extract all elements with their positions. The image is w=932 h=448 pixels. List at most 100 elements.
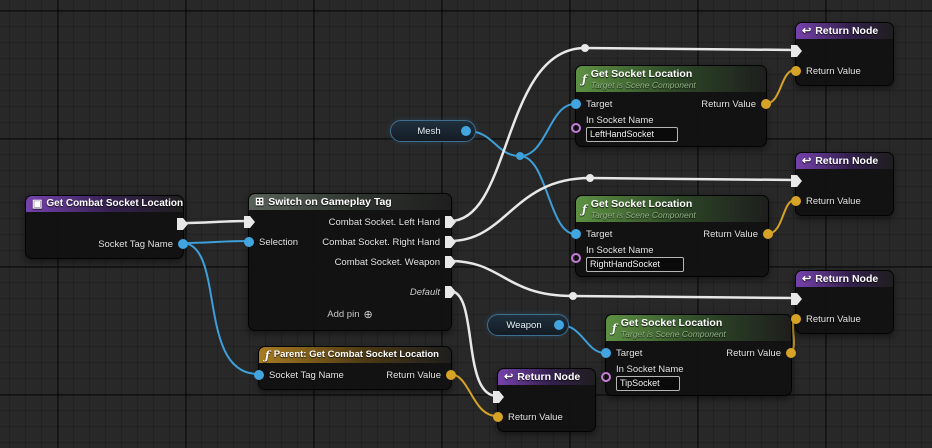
node-title: Return Node	[815, 155, 879, 167]
function-icon: ƒ	[265, 348, 270, 362]
entry-icon: ▣	[32, 197, 43, 210]
pin-label-target: Target	[616, 347, 643, 359]
switch-icon: ⊞	[255, 195, 265, 208]
pin-row: Socket Tag Name	[26, 234, 188, 254]
pin-return-value-in[interactable]	[791, 66, 801, 76]
exec-in-pin[interactable]	[493, 391, 504, 403]
pin-label-left-hand: Combat Socket. Left Hand	[328, 216, 440, 228]
node-title: Get Socket Location	[620, 317, 723, 329]
pin-in-socket-name[interactable]	[601, 372, 611, 382]
wire-exec-weapon[interactable]	[448, 259, 797, 300]
node-return-right-hand[interactable]: ↩ Return Node Return Value	[791, 152, 894, 216]
pin-return-value-in[interactable]	[493, 412, 503, 422]
reroute-dot	[586, 174, 594, 182]
pin-row: In Socket Name	[571, 114, 766, 142]
reroute-dot	[581, 44, 589, 52]
exec-in-pin[interactable]	[244, 216, 255, 228]
pin-row	[26, 214, 188, 234]
node-return-default[interactable]: ↩ Return Node Return Value	[493, 368, 596, 432]
add-pin-label: Add pin	[327, 308, 360, 320]
socket-name-input[interactable]	[586, 126, 678, 142]
exec-in-pin[interactable]	[791, 293, 802, 305]
node-header: ƒ Get Socket Location Target is Scene Co…	[576, 196, 768, 222]
pin-label-return-value: Return Value	[806, 65, 861, 77]
pin-selection[interactable]	[244, 237, 254, 247]
exec-out-weapon[interactable]	[445, 256, 456, 268]
wire-exec-right-hand[interactable]	[448, 176, 797, 243]
wire-data-socket-tag-to-selection[interactable]	[181, 240, 249, 244]
pin-label-default: Default	[409, 286, 440, 298]
pin-label-socket-tag-name: Socket Tag Name	[98, 238, 173, 250]
node-parent-get-combat-socket-location[interactable]: ƒ Parent: Get Combat Socket Location Soc…	[254, 346, 456, 390]
socket-name-input[interactable]	[616, 375, 680, 391]
wire-data-socket-tag-to-parent[interactable]	[181, 242, 259, 375]
wire-exec-left-hand[interactable]	[448, 46, 797, 223]
wire-exec-entry-to-switch[interactable]	[180, 219, 250, 225]
node-weapon-variable[interactable]: Weapon	[487, 314, 569, 336]
node-get-socket-location-tip[interactable]: ƒ Get Socket Location Target is Scene Co…	[601, 314, 796, 396]
pin-row	[791, 41, 893, 61]
exec-out-default[interactable]	[445, 286, 456, 298]
pin-return-value-out[interactable]	[763, 229, 773, 239]
wire-data-junction-to-right-target[interactable]	[519, 155, 576, 235]
exec-out-pin[interactable]	[177, 218, 188, 230]
pin-label-target: Target	[586, 228, 613, 240]
node-header: ƒ Get Socket Location Target is Scene Co…	[606, 315, 791, 341]
pin-row: Target Return Value	[571, 94, 771, 114]
pin-label-socket-tag-name: Socket Tag Name	[269, 369, 344, 381]
exec-out-right-hand[interactable]	[445, 236, 456, 248]
pin-in-socket-name[interactable]	[571, 253, 581, 263]
wire-exec-default[interactable]	[448, 289, 499, 398]
pin-mesh-out[interactable]	[461, 126, 471, 136]
pin-row: Return Value	[791, 61, 893, 81]
pin-in-socket-name[interactable]	[571, 123, 581, 133]
socket-name-input[interactable]	[586, 256, 684, 272]
node-get-socket-location-left[interactable]: ƒ Get Socket Location Target is Scene Co…	[571, 65, 771, 147]
function-icon: ƒ	[612, 321, 617, 335]
node-header: ↩ Return Node	[796, 271, 893, 287]
wire-return-left[interactable]	[764, 69, 796, 105]
exec-in-pin[interactable]	[791, 45, 802, 57]
node-title: Switch on Gameplay Tag	[268, 196, 392, 208]
pin-target[interactable]	[601, 348, 611, 358]
pin-label-in-socket-name: In Socket Name	[586, 244, 654, 256]
node-get-combat-socket-location[interactable]: ▣ Get Combat Socket Location Socket Tag …	[25, 195, 188, 259]
pin-label-return-value: Return Value	[701, 98, 756, 110]
pin-socket-tag-name-in[interactable]	[254, 370, 264, 380]
node-header: ↩ Return Node	[498, 369, 595, 385]
pin-return-value-out[interactable]	[786, 348, 796, 358]
return-icon: ↩	[802, 154, 812, 167]
pin-return-value-in[interactable]	[791, 196, 801, 206]
node-get-socket-location-right[interactable]: ƒ Get Socket Location Target is Scene Co…	[571, 195, 773, 277]
add-pin-button[interactable]: Add pin ⊕	[249, 302, 451, 326]
variable-name: Mesh	[417, 125, 441, 137]
pin-target[interactable]	[571, 99, 581, 109]
wire-return-right[interactable]	[766, 199, 796, 235]
pin-label-weapon: Combat Socket. Weapon	[334, 256, 440, 268]
node-switch-on-gameplay-tag[interactable]: ⊞ Switch on Gameplay Tag Combat Socket. …	[244, 193, 456, 331]
pin-target[interactable]	[571, 229, 581, 239]
pin-return-value-out[interactable]	[446, 370, 456, 380]
reroute-dot	[516, 152, 524, 160]
wire-data-junction-to-left-target[interactable]	[519, 103, 576, 157]
pin-label-return-value: Return Value	[806, 313, 861, 325]
pin-weapon-out[interactable]	[554, 320, 564, 330]
pin-row: Return Value	[493, 407, 595, 427]
node-title: Parent: Get Combat Socket Location	[273, 349, 439, 360]
pin-row	[791, 171, 893, 191]
node-return-left-hand[interactable]: ↩ Return Node Return Value	[791, 22, 894, 86]
pin-return-value-out[interactable]	[761, 99, 771, 109]
node-mesh-variable[interactable]: Mesh	[390, 120, 476, 142]
exec-in-pin[interactable]	[791, 175, 802, 187]
pin-label-return-value: Return Value	[703, 228, 758, 240]
pin-row: In Socket Name	[571, 244, 768, 272]
node-return-weapon[interactable]: ↩ Return Node Return Value	[791, 270, 894, 334]
pin-label-selection: Selection	[259, 236, 299, 248]
node-title: Return Node	[815, 25, 879, 37]
pin-return-value-in[interactable]	[791, 314, 801, 324]
node-subtitle: Target is Scene Component	[590, 210, 696, 220]
exec-out-left-hand[interactable]	[445, 216, 456, 228]
pin-socket-tag-name-out[interactable]	[178, 239, 188, 249]
pin-label-return-value: Return Value	[386, 369, 441, 381]
